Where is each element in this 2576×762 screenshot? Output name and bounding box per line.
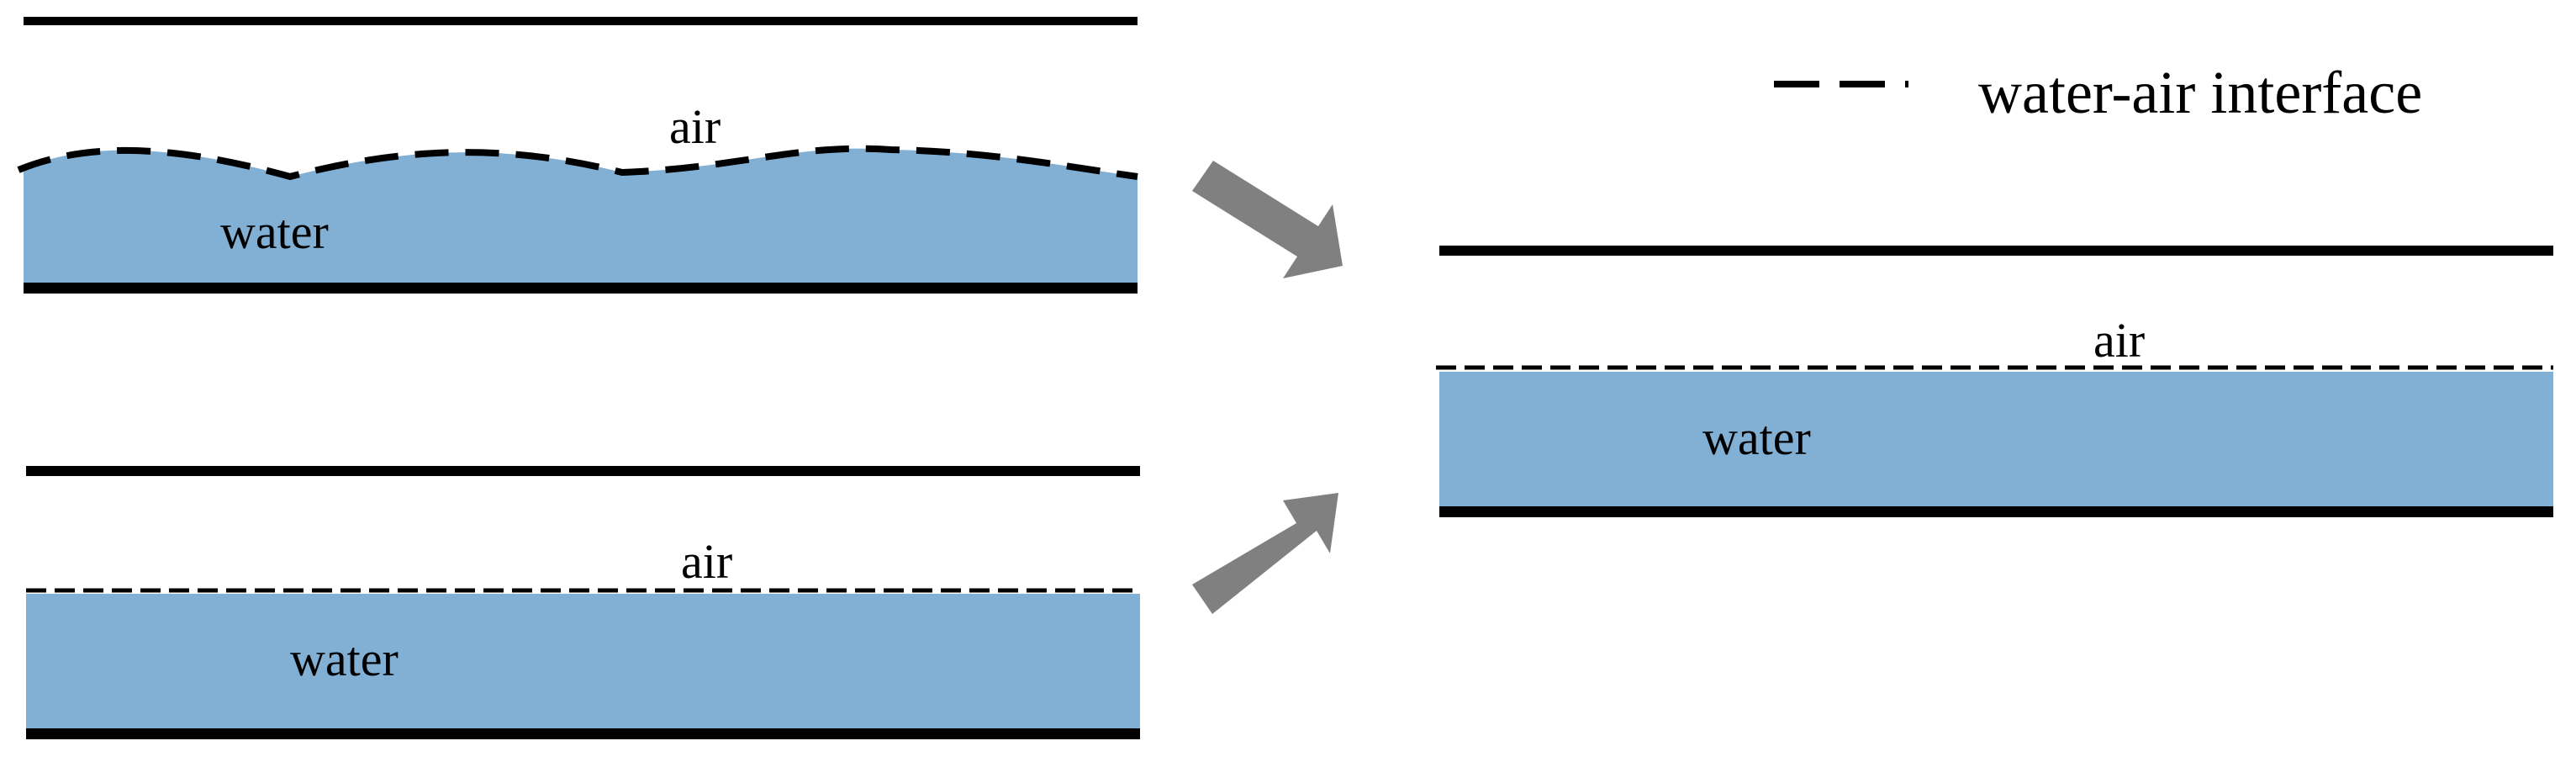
bottom-wall (1439, 506, 2553, 517)
panel-flat-initial: air water (26, 466, 1140, 739)
water-label: water (290, 632, 399, 686)
panel-wavy: air water (17, 17, 1138, 294)
water-region (24, 148, 1138, 286)
bottom-wall (24, 283, 1138, 294)
legend-label: water-air interface (1978, 59, 2422, 126)
top-wall (26, 466, 1140, 476)
panel-flat-result: air water (1436, 246, 2553, 517)
arrow-from-flat (1192, 493, 1338, 614)
water-region (1439, 372, 2553, 508)
wavy-interface (17, 145, 1138, 181)
air-label: air (681, 534, 732, 589)
top-wall (24, 17, 1138, 25)
arrow-from-wavy (1192, 161, 1343, 278)
bottom-wall (26, 728, 1140, 739)
legend: water-air interface (1774, 59, 2422, 126)
water-label: water (1702, 410, 1811, 465)
water-region (26, 594, 1140, 730)
top-wall (1439, 246, 2553, 256)
air-label: air (2093, 313, 2145, 368)
air-label: air (669, 99, 721, 154)
water-label: water (220, 204, 329, 259)
